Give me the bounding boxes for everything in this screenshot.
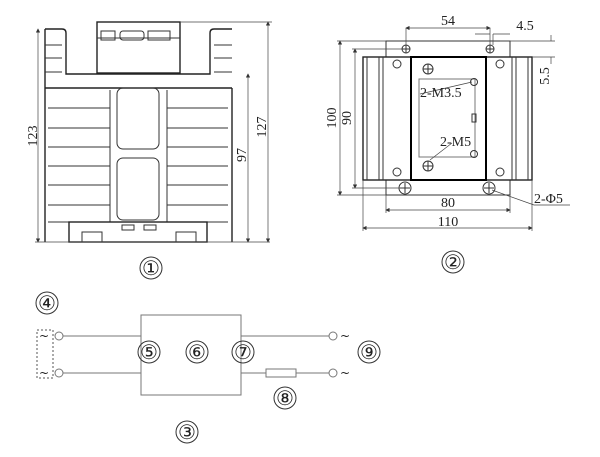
- terminal-in-2: [54, 368, 64, 378]
- ac-symbol: ~: [340, 329, 350, 343]
- ac-symbol: ~: [340, 366, 350, 380]
- dim-97: 97: [235, 148, 250, 162]
- wiring-diagram: ~ ~ ~ ~ ④ ⑤ ⑥ ⑦ ⑨ ⑧ ③: [35, 291, 381, 444]
- label-4: ④: [38, 291, 56, 315]
- heatsink-outline: [362, 56, 533, 181]
- relay-body: [410, 56, 487, 181]
- label-1: ①: [142, 256, 160, 280]
- control-input-box: [36, 329, 54, 379]
- relay-module: [96, 21, 181, 74]
- label-6: ⑥: [188, 340, 206, 364]
- dim-127: 127: [255, 117, 270, 138]
- dim-123: 123: [26, 126, 41, 147]
- window-top: [116, 87, 160, 150]
- callout-m3-5: 2-M3.5: [420, 86, 462, 101]
- label-7: ⑦: [234, 340, 252, 364]
- relay-block: [140, 314, 242, 396]
- dim-100: 100: [325, 108, 340, 129]
- ac-symbol: ~: [39, 329, 49, 343]
- front-view-heatsink: 123 97 127 ①: [26, 21, 272, 280]
- label-9: ⑨: [360, 340, 378, 364]
- window-bottom: [116, 157, 160, 221]
- dim-110: 110: [438, 215, 458, 230]
- label-5: ⑤: [140, 340, 158, 364]
- dim-80: 80: [441, 196, 455, 211]
- callout-phi5: 2-Φ5: [534, 192, 563, 207]
- load-resistor: [265, 368, 297, 378]
- dim-54: 54: [441, 14, 455, 29]
- dim-90: 90: [340, 111, 355, 125]
- terminal-in-1: [54, 331, 64, 341]
- label-3: ③: [178, 420, 196, 444]
- ac-symbol: ~: [39, 366, 49, 380]
- terminal-out-1: [328, 331, 338, 341]
- label-2: ②: [444, 250, 462, 274]
- label-8: ⑧: [276, 386, 294, 410]
- top-view: 54 4.5 5.5 100 90 80 110 2-M3.5 2-M5 2-Φ…: [325, 14, 570, 274]
- callout-m5: 2-M5: [440, 135, 471, 150]
- dim-5-5: 5.5: [538, 67, 553, 85]
- dim-4-5: 4.5: [516, 19, 534, 34]
- side-fins: [48, 90, 228, 223]
- terminal-out-2: [328, 368, 338, 378]
